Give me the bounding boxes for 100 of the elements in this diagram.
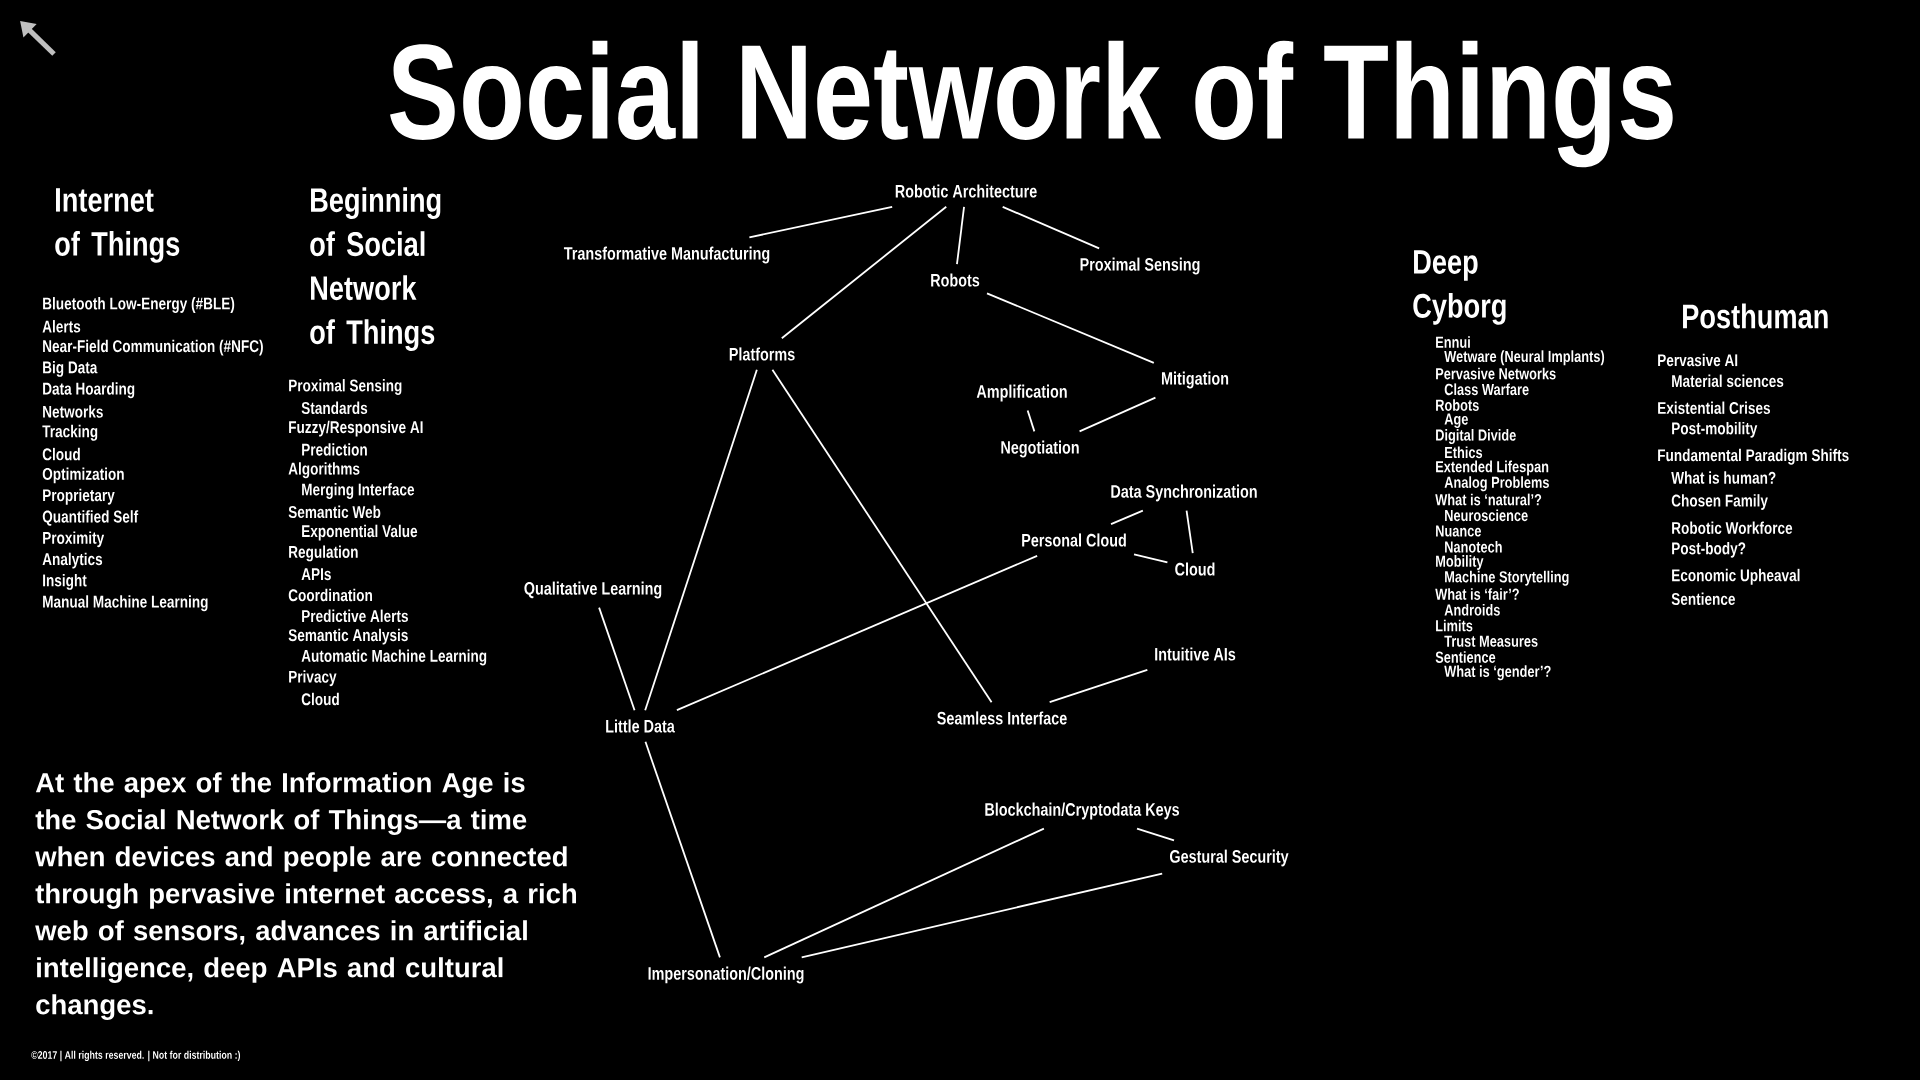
list-item: Robots	[1436, 399, 1479, 411]
connector-line	[1078, 396, 1157, 433]
list-item: Androids	[1444, 603, 1500, 616]
connector-line	[986, 292, 1155, 364]
list-item: Neuroscience	[1445, 509, 1528, 522]
list-item: Trust Measures	[1444, 635, 1538, 647]
list-item: What is ‘natural’?	[1435, 493, 1542, 506]
list-item: Bluetooth Low-Energy (#BLE)	[43, 297, 235, 313]
list-item: Pervasive AI	[1658, 353, 1738, 367]
list-item: Semantic Analysis	[288, 628, 408, 645]
list-item: Mobility	[1436, 555, 1484, 570]
list-item: Automatic Machine Learning	[301, 649, 487, 666]
connector-line	[1136, 827, 1175, 842]
connector-line	[1001, 205, 1101, 250]
node-label: Impersonation/Cloning	[648, 966, 804, 984]
connector-line	[1185, 509, 1194, 555]
list-item: Alerts	[42, 320, 81, 333]
list-item: Ennui	[1436, 336, 1470, 348]
list-item: Sentience	[1671, 592, 1735, 606]
node-label: Negotiation	[1001, 440, 1079, 458]
list-item: Algorithms	[288, 462, 360, 479]
list-item: Exponential Value	[302, 524, 418, 541]
list-item: Proximity	[43, 531, 105, 548]
node-label: Seamless Interface	[937, 711, 1067, 725]
list-item: Robotic Workforce	[1672, 521, 1793, 534]
list-item: Predictive Alerts	[302, 609, 408, 623]
connector-line	[598, 606, 636, 712]
list-item: Data Hoarding	[43, 382, 135, 399]
connector-line	[1048, 668, 1149, 704]
list-item: What is ‘fair’?	[1435, 588, 1519, 600]
list-item: Fundamental Paradigm Shifts	[1658, 448, 1849, 465]
list-item: Analog Problems	[1444, 476, 1549, 492]
list-item: What is ‘gender’?	[1444, 665, 1551, 681]
list-item: Proprietary	[43, 488, 115, 505]
node-label: Transformative Manufacturing	[563, 246, 770, 264]
list-item: Class Warfare	[1444, 383, 1529, 396]
list-item: Ethics	[1445, 446, 1483, 459]
list-item: Post-mobility	[1672, 421, 1758, 438]
list-item: Near-Field Communication (#NFC)	[43, 339, 263, 356]
connector-line	[644, 740, 721, 959]
title: Social Network of Things	[390, 40, 1673, 168]
connector-line	[676, 554, 1039, 712]
list-item: APIs	[301, 568, 331, 581]
connector-line	[763, 827, 1045, 959]
node-label: Robots	[931, 273, 980, 287]
list-item: Pervasive Networks	[1436, 367, 1556, 380]
column-heading: Posthuman	[1683, 303, 1828, 329]
node-label: Qualitative Learning	[524, 581, 662, 599]
list-item: Tracking	[42, 424, 98, 441]
list-item: Quantified Self	[42, 510, 139, 526]
list-item: What is human?	[1671, 471, 1776, 484]
connector-line	[780, 205, 948, 340]
column-heading: Beginning of Social Network of Things	[310, 187, 441, 352]
list-item: Standards	[301, 401, 368, 415]
list-item: Merging Interface	[302, 483, 415, 499]
list-item: Existential Crises	[1658, 401, 1771, 414]
list-item: Big Data	[43, 360, 98, 377]
list-item: Regulation	[289, 545, 358, 562]
list-item: Sentience	[1435, 651, 1496, 663]
list-item: Post-body?	[1672, 541, 1746, 558]
connector-line	[644, 368, 758, 712]
list-item: Manual Machine Learning	[43, 595, 208, 612]
node-label: Intuitive AIs	[1155, 647, 1236, 661]
connector-line	[1133, 553, 1169, 564]
copyright-notice: ©2017 | All rights reserved. | Not for distribution :)	[31, 1050, 241, 1062]
list-item: Analytics	[42, 552, 103, 569]
description-text: At the apex of the Information Age is the Social Network of Things—a time when devices and people are connected through pervasive internet access, a rich web of sensors, advances in artificial intelligence, deep APIs and cultural changes.	[35, 772, 576, 1020]
list-item: Fuzzy/Responsive AI	[289, 420, 423, 437]
node-label: Blockchain/Cryptodata Keys	[985, 802, 1180, 820]
list-item: Machine Storytelling	[1445, 570, 1569, 586]
node-label: Gestural Security	[1170, 849, 1289, 867]
list-item: Semantic Web	[288, 505, 381, 519]
list-item: Proximal Sensing	[289, 379, 402, 395]
list-item: Nanotech	[1445, 540, 1502, 553]
list-item: Insight	[43, 573, 87, 590]
node-label: Proximal Sensing	[1080, 257, 1200, 275]
column-heading: Internet of Things	[55, 188, 180, 263]
column-heading: Deep Cyborg	[1413, 250, 1506, 325]
list-item: Chosen Family	[1671, 494, 1768, 510]
connector-line	[771, 368, 993, 704]
node-label: Platforms	[729, 347, 795, 361]
node-label: Cloud	[1175, 562, 1215, 576]
node-label: Data Synchronization	[1111, 484, 1257, 502]
list-item: Age	[1444, 413, 1468, 428]
list-item: Digital Divide	[1436, 429, 1516, 444]
list-item: Privacy	[289, 670, 337, 687]
list-item: Extended Lifespan	[1436, 460, 1549, 476]
list-item: Nuance	[1436, 525, 1481, 537]
list-item: Economic Upheaval	[1672, 568, 1800, 585]
list-item: Coordination	[288, 588, 372, 602]
list-item: Cloud	[301, 692, 339, 706]
connector-line	[1110, 509, 1144, 526]
list-item: Networks	[43, 405, 103, 418]
node-label: Mitigation	[1162, 371, 1229, 389]
list-item: Limits	[1436, 619, 1473, 632]
node-label: Little Data	[606, 719, 675, 733]
node-label: Amplification	[976, 384, 1067, 402]
connector-line	[800, 872, 1164, 959]
list-item: Optimization	[42, 467, 124, 484]
connector-line	[956, 205, 965, 266]
